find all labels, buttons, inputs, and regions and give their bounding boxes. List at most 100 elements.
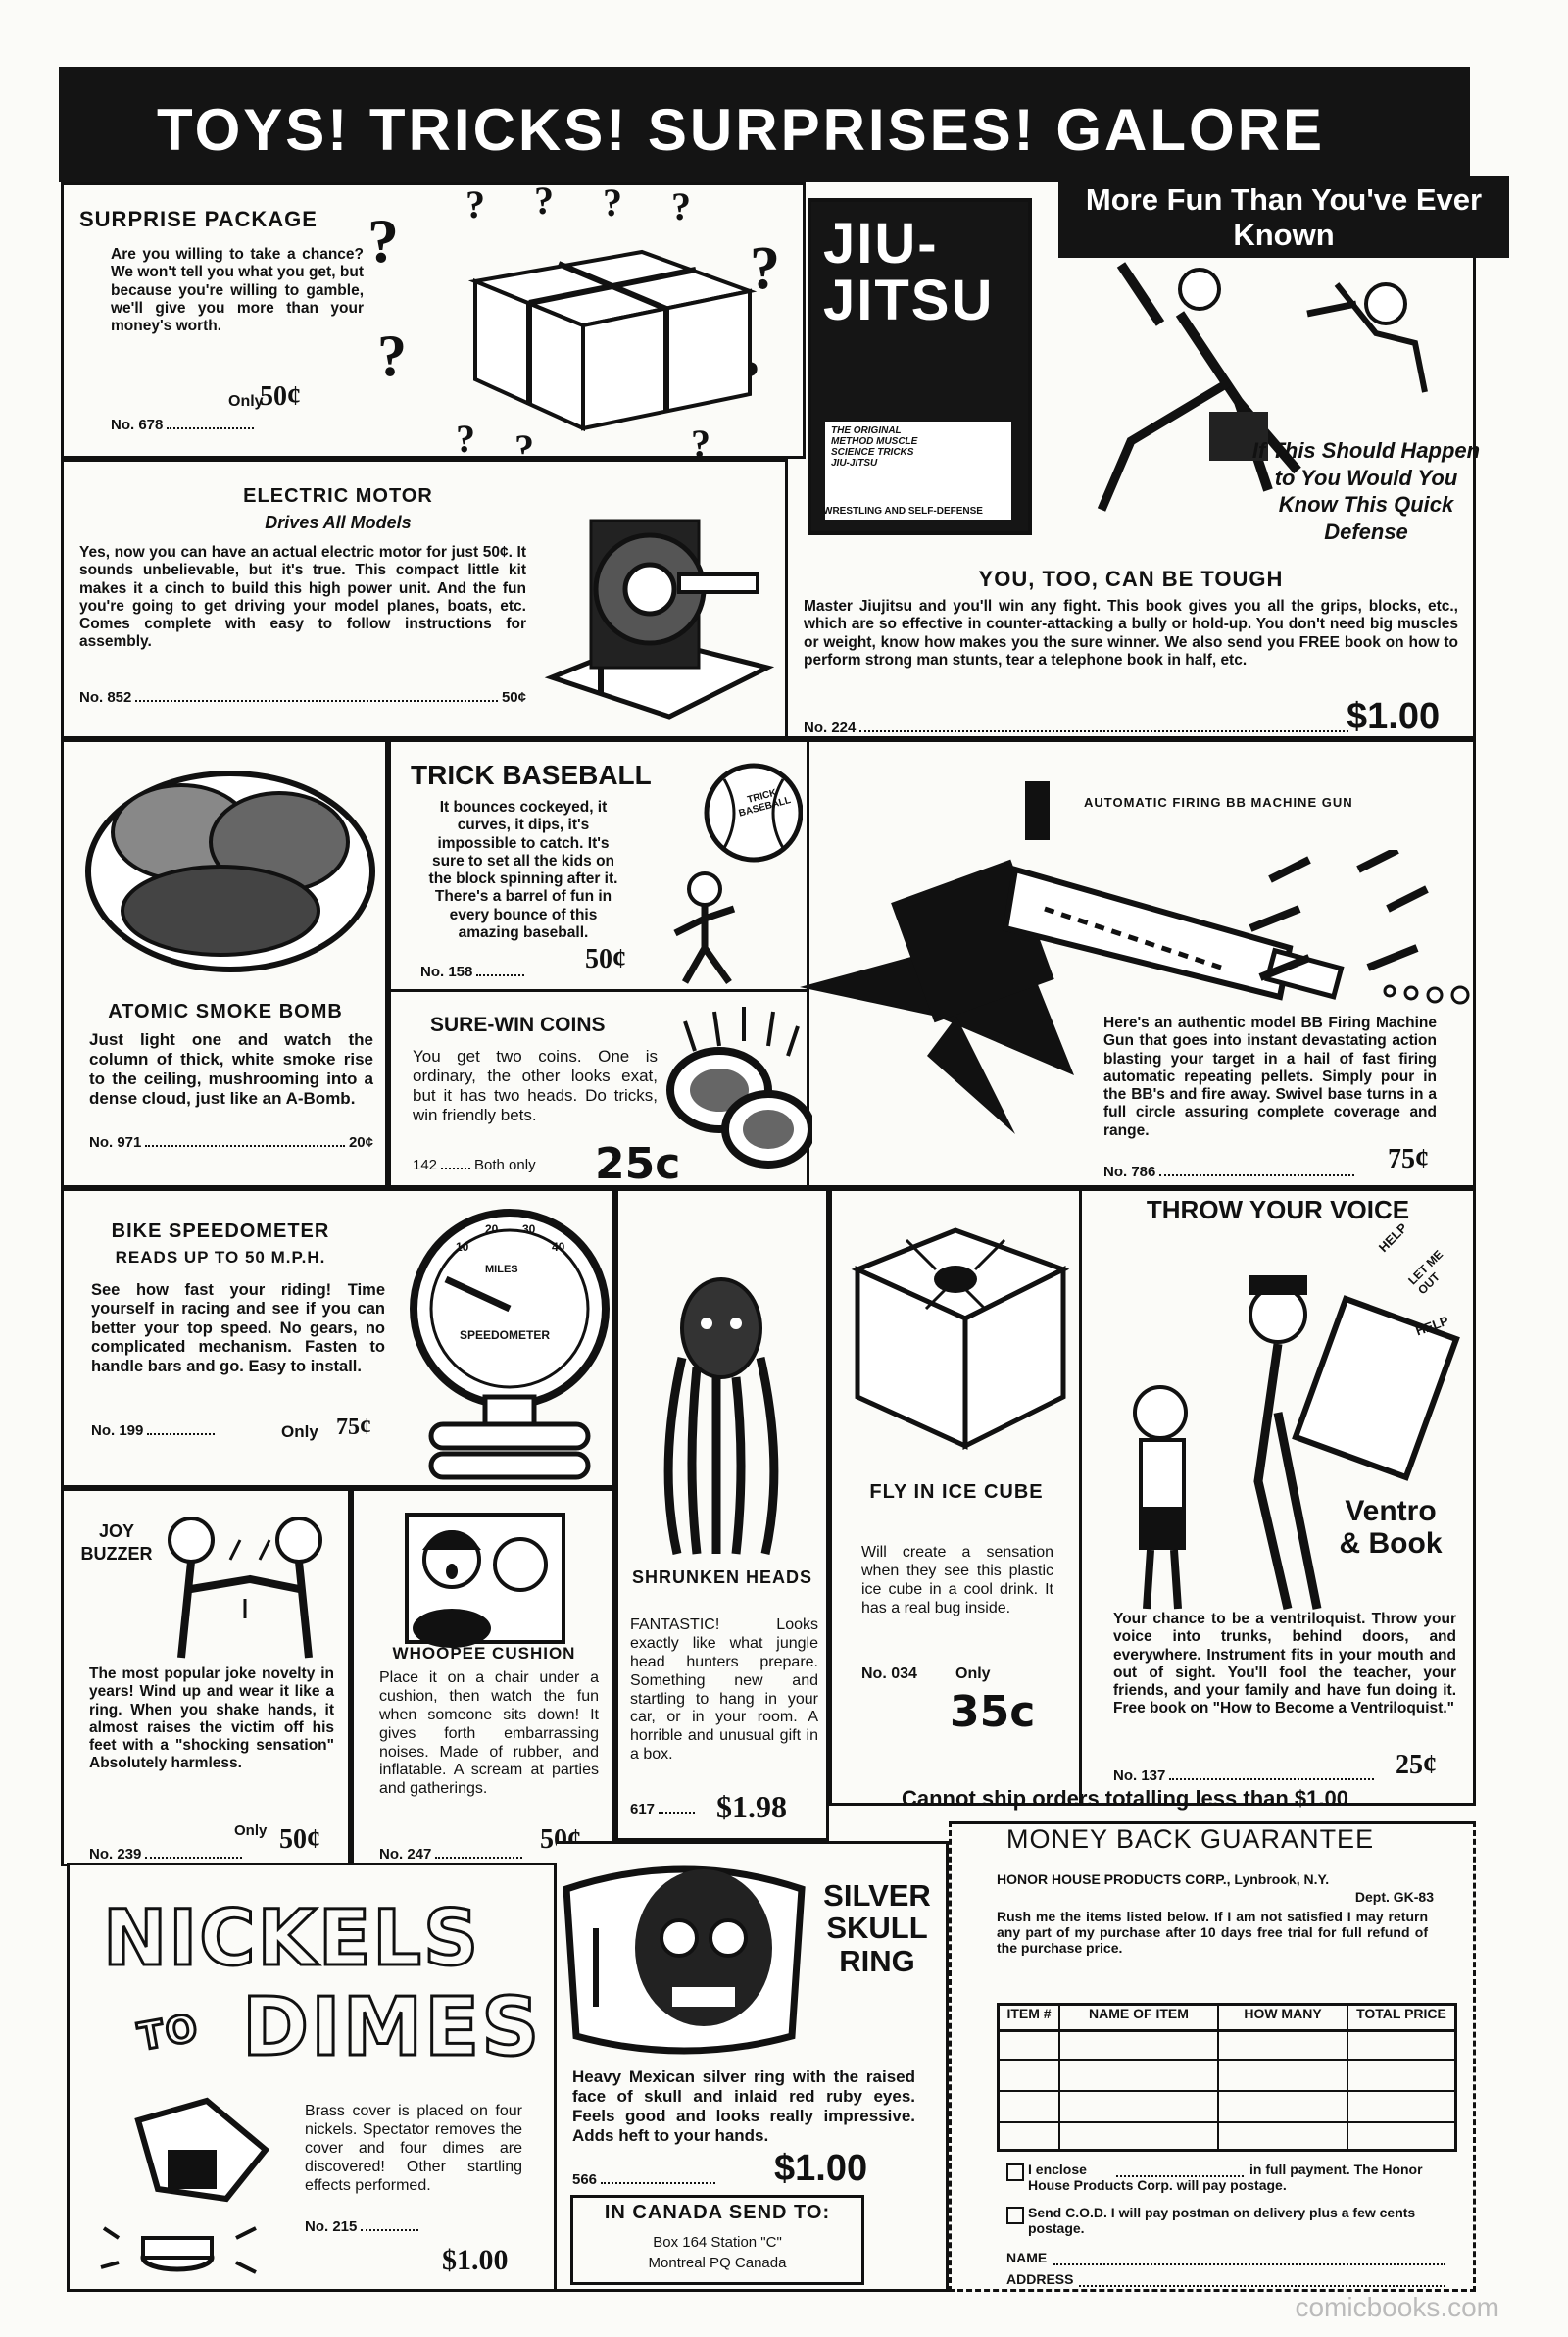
address-label: ADDRESS — [1006, 2271, 1074, 2287]
coin-trick-hand-icon — [100, 2097, 270, 2274]
speedo-body: See how fast your riding! Time yourself … — [91, 1281, 385, 1375]
cod-text: Send C.O.D. I will pay postman on delive… — [1028, 2205, 1416, 2237]
buzzer-body: The most popular joke novelty in years! … — [89, 1666, 334, 1772]
question-mark-icon: ? — [750, 235, 780, 302]
gun-number-row: No. 786 — [1103, 1164, 1358, 1180]
attacker-icon — [1306, 282, 1428, 393]
dial-tick: 30 — [522, 1222, 536, 1236]
question-mark-icon: ? — [691, 422, 710, 466]
canada-line1: Box 164 Station "C" — [653, 2234, 782, 2251]
buzzer-only: Only — [234, 1822, 268, 1839]
question-mark-icon: ? — [377, 323, 407, 388]
buzzer-number-row: No. 239 — [89, 1846, 246, 1863]
baseball-number-row: No. 158 — [420, 964, 528, 980]
surprise-number: No. 678 — [111, 417, 164, 433]
speedo-number: No. 199 — [91, 1422, 144, 1439]
ad-jiu-jitsu: JIU-JITSU THE ORIGINAL METHOD MUSCLE SCI… — [788, 182, 1480, 739]
nickels-price: $1.00 — [442, 2244, 509, 2276]
buzzer-price: 50¢ — [279, 1824, 320, 1855]
surprise-title: SURPRISE PACKAGE — [79, 207, 318, 231]
heads-price: $1.98 — [716, 1789, 787, 1824]
baseball-price: 50¢ — [585, 944, 626, 974]
enclose-checkbox[interactable] — [1006, 2163, 1024, 2181]
baseball-body: It bounces cockeyed, it curves, it dips,… — [428, 799, 618, 941]
motor-number: No. 852 — [79, 689, 132, 706]
motor-title: ELECTRIC MOTOR — [243, 485, 433, 507]
icecube-only: Only — [956, 1666, 991, 1682]
heads-number: 617 — [630, 1801, 656, 1817]
ring-title: SILVER SKULL RING — [823, 1878, 931, 1978]
ad-whoopee-cushion: WHOOPEE CUSHION Place it on a chair unde… — [351, 1488, 615, 1866]
order-table-body[interactable] — [1000, 2029, 1454, 2149]
order-table: ITEM # NAME OF ITEM HOW MANY TOTAL PRICE — [997, 2003, 1457, 2152]
name-field[interactable] — [1054, 2263, 1446, 2265]
wrestlers-icon — [1097, 262, 1301, 512]
ad-trick-baseball: TRICK BASEBALL It bounces cockeyed, it c… — [388, 739, 809, 992]
enclose-amount-field[interactable] — [1116, 2175, 1244, 2177]
smoke-number: No. 971 — [89, 1134, 142, 1151]
question-mark-icon: ? — [456, 417, 475, 461]
voice-body: Your chance to be a ventriloquist. Throw… — [1113, 1611, 1456, 1717]
question-mark-icon: ? — [603, 180, 622, 224]
smoke-title: ATOMIC SMOKE BOMB — [108, 1001, 343, 1022]
whoopee-number: No. 247 — [379, 1846, 432, 1863]
order-coupon: MONEY BACK GUARANTEE HONOR HOUSE PRODUCT… — [949, 1821, 1476, 2292]
question-mark-icon: ? — [368, 206, 399, 275]
jiujitsu-number: No. 224 — [804, 720, 857, 736]
smoke-cloud-icon — [85, 771, 375, 972]
address-field[interactable] — [1079, 2285, 1446, 2287]
voice-title: THROW YOUR VOICE — [1146, 1195, 1410, 1224]
enclose-text: in full payment. The Honor House Product… — [1028, 2162, 1423, 2194]
gun-title: AUTOMATIC FIRING BB MACHINE GUN — [1084, 795, 1353, 810]
shrunken-head-icon — [663, 1277, 779, 1555]
ad-nickels-to-dimes: NICKELS TO DIMES Brass cover is placed o… — [67, 1863, 557, 2292]
smoke-price: 20¢ — [348, 1134, 373, 1151]
ad-shrunken-heads: SHRUNKEN HEADS FANTASTIC! Looks exactly … — [615, 1188, 829, 1841]
ad-joy-buzzer: JOY BUZZER The most popular joke novelty… — [61, 1488, 351, 1866]
ring-body: Heavy Mexican silver ring with the raise… — [572, 2067, 915, 2146]
speedo-only: Only — [281, 1422, 318, 1441]
ventro-label: Ventro & Book — [1339, 1495, 1443, 1560]
name-label: NAME — [1006, 2250, 1048, 2265]
whoopee-title: WHOOPEE CUSHION — [392, 1644, 576, 1663]
voice-number: No. 137 — [1113, 1767, 1166, 1784]
whoopee-body: Place it on a chair under a cushion, the… — [379, 1669, 599, 1798]
cod-checkbox[interactable] — [1006, 2207, 1024, 2224]
jiujitsu-headline: YOU, TOO, CAN BE TOUGH — [978, 567, 1284, 591]
icecube-price: 35c — [950, 1687, 1036, 1737]
nickels-number-row: No. 215 — [305, 2218, 422, 2235]
ad-throw-your-voice: THROW YOUR VOICE HELP LET ME OUT HELP Ve… — [1082, 1188, 1476, 1806]
smoke-number-row: No. 971 20¢ — [89, 1134, 373, 1151]
surprise-body: Are you willing to take a chance? We won… — [111, 246, 364, 335]
speedo-title: BIKE SPEEDOMETER — [111, 1220, 330, 1242]
motor-body: Yes, now you can have an actual electric… — [79, 544, 526, 651]
ad-atomic-smoke-bomb: ATOMIC SMOKE BOMB Just light one and wat… — [61, 739, 388, 1188]
package-box-icon — [467, 249, 758, 432]
watermark: comicbooks.com — [1295, 2292, 1499, 2322]
buzzer-title: JOY BUZZER — [80, 1521, 153, 1565]
surprise-number-row: No. 678 — [111, 417, 258, 433]
icecube-number: No. 034 — [861, 1666, 917, 1682]
icecube-body: Will create a sensation when they see th… — [861, 1544, 1054, 1616]
speedometer-icon — [410, 1209, 610, 1480]
surprised-faces-icon — [405, 1513, 565, 1648]
electric-motor-icon — [544, 519, 775, 720]
ventriloquist-icon — [1133, 1275, 1460, 1611]
ice-cube-icon — [851, 1227, 1070, 1451]
skull-ring-icon — [563, 1865, 806, 2055]
jiujitsu-body: Master Jiujitsu and you'll win any fight… — [804, 598, 1458, 669]
coins-both-only: Both only — [474, 1157, 536, 1173]
enclose-label: I enclose — [1028, 2162, 1087, 2177]
nickels-to: TO — [133, 2004, 204, 2060]
ad-bike-speedometer: BIKE SPEEDOMETER READS UP TO 50 M.P.H. S… — [61, 1188, 615, 1488]
guarantee-title: MONEY BACK GUARANTEE — [1006, 1824, 1375, 1854]
gun-body: Here's an authentic model BB Firing Mach… — [1103, 1015, 1437, 1139]
coins-body: You get two coins. One is ordinary, the … — [413, 1047, 658, 1125]
ring-number-row: 566 — [572, 2171, 719, 2188]
order-body: Rush me the items listed below. If I am … — [997, 1909, 1428, 1957]
firing-lines-icon — [1249, 850, 1429, 981]
bb-pellets-icon — [1383, 984, 1470, 1005]
speedo-number-row: No. 199 — [91, 1422, 219, 1439]
baseball-number: No. 158 — [420, 964, 473, 980]
baseball-player-icon — [673, 763, 803, 985]
